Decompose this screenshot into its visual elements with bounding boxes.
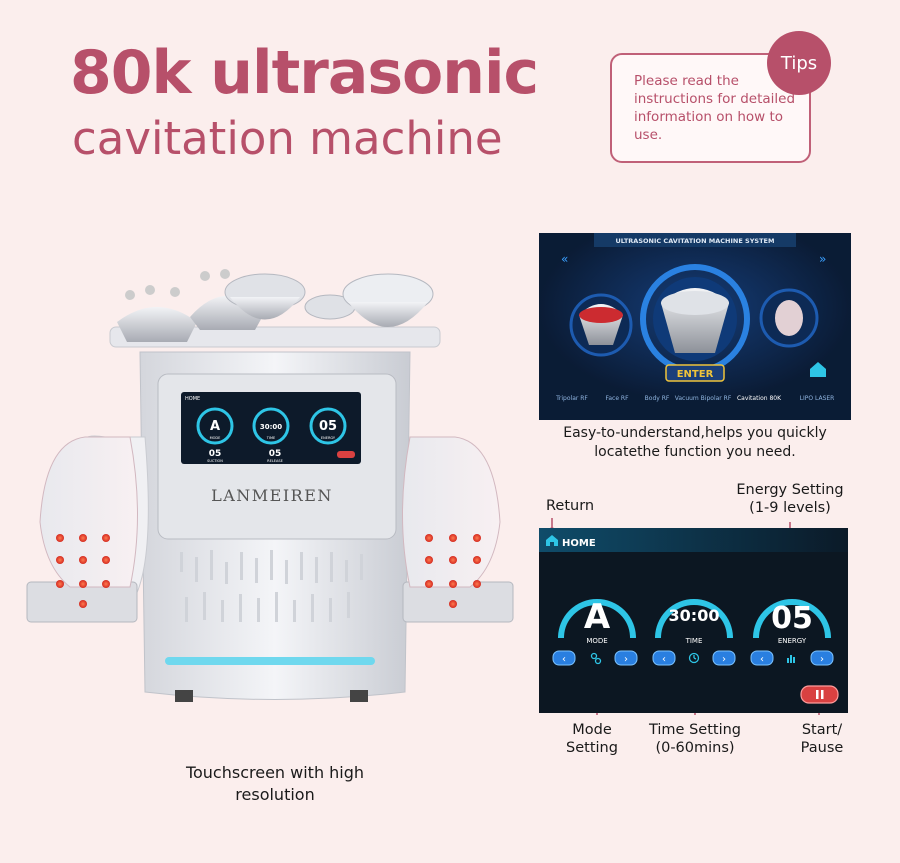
mode-value: A: [584, 597, 611, 637]
menu-item-tripolar-rf[interactable]: Tripolar RF: [555, 395, 588, 402]
page-title-line2: cavitation machine: [72, 112, 503, 165]
menu-item-face-rf[interactable]: Face RF: [605, 395, 629, 402]
menu-item-body-rf[interactable]: Body RF: [645, 395, 670, 402]
time-value: 30:00: [669, 606, 720, 625]
energy-decrease-button[interactable]: [750, 650, 774, 666]
energy-value: 05: [771, 601, 813, 636]
time-decrease-button[interactable]: [652, 650, 676, 666]
brand-logo: LANMEIREN: [211, 486, 333, 505]
clock-icon: [688, 652, 700, 664]
label-energy-setting: Energy Setting: [736, 482, 844, 498]
menu-next-arrow-icon[interactable]: »: [819, 252, 826, 266]
mini-mode-label: MODE: [210, 436, 221, 440]
page-title-line1: 80k ultrasonic: [70, 38, 539, 108]
time-increase-button[interactable]: [712, 650, 736, 666]
tips-badge: Tips: [767, 31, 831, 95]
chevron-left-icon: ‹: [562, 654, 566, 665]
mini-time-value: 30:00: [260, 423, 282, 431]
menu-screen-title: ULTRASONIC CAVITATION MACHINE SYSTEM: [616, 237, 775, 245]
mini-energy-value: 05: [319, 419, 337, 434]
lipo-laser-pad-right: [402, 436, 514, 623]
label-start: Start/: [801, 722, 843, 738]
chevron-right-icon: ›: [820, 654, 824, 665]
label-pause: Pause: [800, 740, 844, 756]
caption-touchscreen: Touchscreen with high resolution: [185, 763, 365, 804]
menu-item-cavitation-80k[interactable]: Cavitation 80K: [737, 395, 782, 402]
chevron-left-icon: ‹: [662, 654, 666, 665]
mini-home-label: HOME: [185, 396, 200, 402]
signal-bars-icon: [787, 655, 795, 663]
mode-icon: [590, 652, 602, 665]
label-mode-setting-2: Setting: [566, 740, 618, 756]
menu-prev-arrow-icon[interactable]: «: [561, 252, 568, 266]
energy-increase-button[interactable]: [810, 650, 834, 666]
enter-button[interactable]: ENTER: [677, 369, 714, 380]
lipo-laser-pad-left: [26, 435, 149, 623]
time-label: TIME: [685, 637, 703, 645]
mode-label: MODE: [586, 637, 607, 645]
menu-item-vacuum-bipolar-rf[interactable]: Vacuum Bipolar RF: [675, 395, 732, 402]
mini-energy-label: ENERGY: [321, 436, 336, 440]
label-time-range: (0-60mins): [655, 740, 735, 756]
mode-increase-button[interactable]: [614, 650, 638, 666]
machine-illustration: HOME A 30:00 05 MODE TIME ENERGY 05 05 S…: [26, 269, 514, 702]
control-screen: HOME A MODE 30:00 TIME 05 ENERGY ‹ › ‹ ›…: [539, 528, 848, 713]
home-icon[interactable]: [546, 535, 558, 546]
handpiece-heads: [117, 269, 434, 342]
start-pause-button[interactable]: [800, 685, 839, 704]
energy-label: ENERGY: [778, 637, 807, 645]
label-return: Return: [546, 498, 595, 514]
chevron-right-icon: ›: [722, 654, 726, 665]
mini-time-label: TIME: [266, 436, 275, 440]
mode-decrease-button[interactable]: [552, 650, 576, 666]
tips-text: Please read the instructions for detaile…: [634, 73, 796, 143]
pause-icon: [816, 690, 824, 699]
caption-menu: Easy-to-understand,helps you quickly loc…: [563, 425, 827, 460]
home-button[interactable]: HOME: [562, 538, 596, 549]
chevron-right-icon: ›: [624, 654, 628, 665]
mode-gauge: A MODE: [558, 597, 636, 645]
chevron-left-icon: ‹: [760, 654, 764, 665]
mini-suction-value: 05: [209, 449, 222, 459]
label-energy-levels: (1-9 levels): [749, 500, 831, 516]
label-mode-setting-1: Mode: [572, 722, 612, 738]
menu-item-lipo-laser[interactable]: LIPO LASER: [800, 395, 835, 402]
menu-home-icon[interactable]: [810, 362, 826, 377]
menu-screen: ULTRASONIC CAVITATION MACHINE SYSTEM « »…: [539, 233, 851, 420]
mini-mode-value: A: [210, 419, 220, 434]
mini-suction-label: SUCTION: [207, 459, 223, 463]
time-gauge: 30:00 TIME: [655, 599, 733, 645]
vent-grille: [180, 550, 363, 622]
energy-gauge: 05 ENERGY: [753, 599, 831, 645]
label-time-setting: Time Setting: [648, 722, 741, 738]
mini-release-label: RELEASE: [267, 459, 283, 463]
mini-release-value: 05: [269, 449, 282, 459]
